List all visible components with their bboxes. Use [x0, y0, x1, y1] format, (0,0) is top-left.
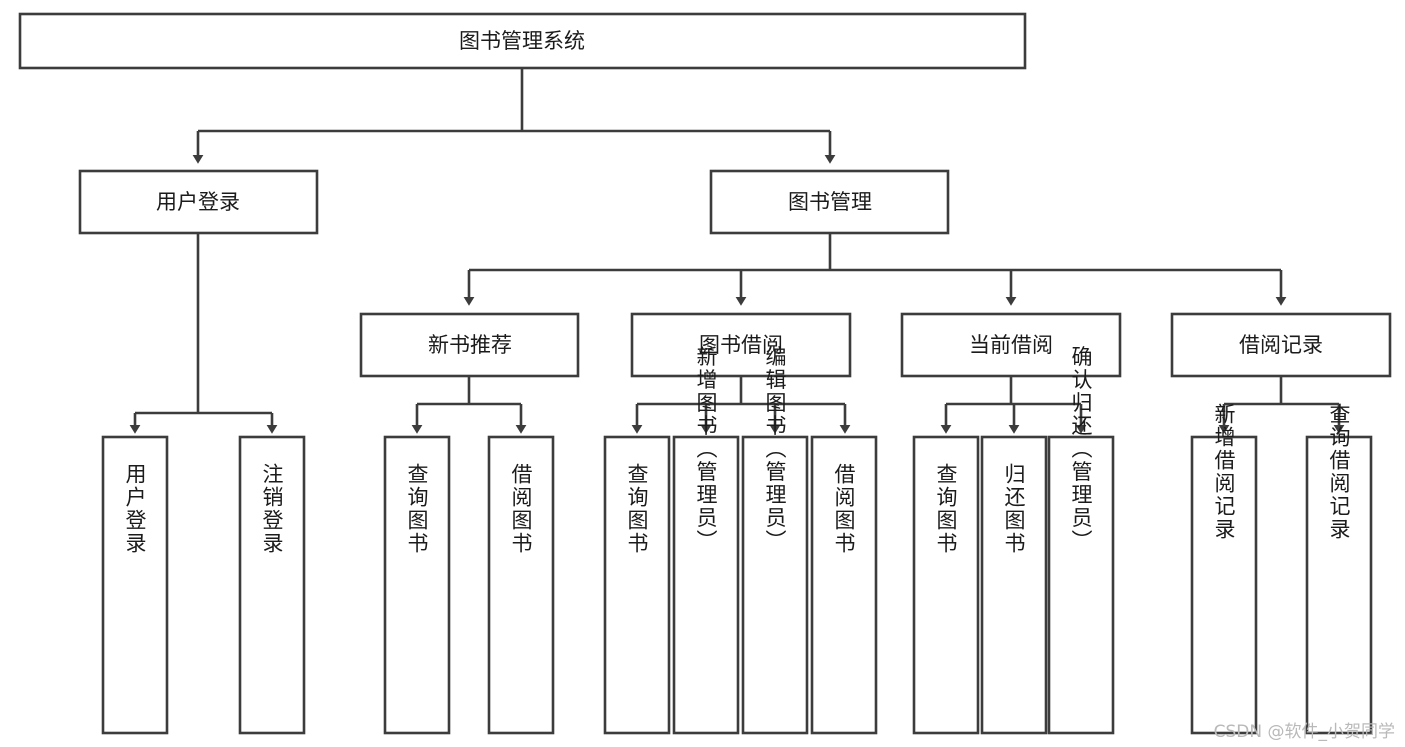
leaf-current-borrow-1-label: 归还图书 [1002, 463, 1026, 555]
node-root-label: 图书管理系统 [459, 29, 585, 53]
leaf-current-borrow-0-box [912, 435, 980, 735]
leaf-borrow-record-0[interactable]: 新增借阅记录 [1190, 403, 1258, 735]
connector-group-new-book [411, 376, 527, 434]
node-book-management-label: 图书管理 [788, 190, 872, 214]
connector-group-book-borrow [631, 376, 851, 434]
leaf-user-login-1[interactable]: 注销登录 [238, 435, 306, 735]
node-book-borrow-label: 图书借阅 [699, 333, 783, 357]
leaf-current-borrow-2-box [1047, 435, 1115, 735]
node-current-borrow-label: 当前借阅 [969, 333, 1053, 357]
node-book-management[interactable]: 图书管理 [709, 169, 950, 235]
leaf-current-borrow-0-label: 查询图书 [934, 463, 958, 555]
leaf-new-book-0-label: 查询图书 [405, 463, 429, 555]
leaf-user-login-1-label: 注销登录 [260, 463, 284, 555]
node-current-borrow-box [900, 312, 1122, 378]
node-user-login-label: 用户登录 [156, 190, 240, 214]
leaf-borrow-record-1-box [1305, 435, 1373, 735]
leaf-current-borrow-2[interactable]: 确认归还（管理员） [1047, 346, 1115, 735]
leaf-borrow-record-1[interactable]: 查询借阅记录 [1305, 403, 1373, 735]
connector-group-book-mgmt [463, 233, 1287, 306]
leaf-user-login-1-box [238, 435, 306, 735]
leaf-book-borrow-2-label: 编辑图书（管理员） [763, 346, 787, 553]
leaf-new-book-1[interactable]: 借阅图书 [487, 435, 555, 735]
node-book-borrow[interactable]: 图书借阅 [630, 312, 852, 378]
node-new-book-recommend[interactable]: 新书推荐 [359, 312, 580, 378]
leaf-book-borrow-0-box [603, 435, 671, 735]
leaf-current-borrow-1[interactable]: 归还图书 [980, 435, 1048, 735]
node-user-login-box [78, 169, 319, 235]
leaf-current-borrow-0[interactable]: 查询图书 [912, 435, 980, 735]
node-new-book-recommend-label: 新书推荐 [428, 333, 512, 357]
node-current-borrow[interactable]: 当前借阅 [900, 312, 1122, 378]
leaf-borrow-record-1-label: 查询借阅记录 [1327, 403, 1351, 541]
connector-group-user-login [129, 233, 278, 434]
node-user-login[interactable]: 用户登录 [78, 169, 319, 235]
node-borrow-record-box [1170, 312, 1392, 378]
connector-group-current-borrow [940, 376, 1087, 434]
leaf-book-borrow-0-label: 查询图书 [625, 463, 649, 555]
leaf-book-borrow-3-label: 借阅图书 [832, 463, 856, 555]
leaf-current-borrow-2-label: 确认归还（管理员） [1069, 346, 1093, 553]
node-book-borrow-box [630, 312, 852, 378]
leaf-user-login-0-label: 用户登录 [123, 463, 147, 555]
leaf-book-borrow-2[interactable]: 编辑图书（管理员） [741, 346, 809, 735]
leaf-new-book-1-label: 借阅图书 [509, 463, 533, 555]
node-root-system[interactable]: 图书管理系统 [18, 12, 1027, 70]
connector-group-borrow-record [1218, 376, 1345, 434]
leaf-book-borrow-1-label: 新增图书（管理员） [694, 346, 718, 553]
node-borrow-record-label: 借阅记录 [1239, 333, 1323, 357]
leaf-book-borrow-2-box [741, 435, 809, 735]
leaf-user-login-0-box [101, 435, 169, 735]
leaf-new-book-0[interactable]: 查询图书 [383, 435, 451, 735]
leaf-borrow-record-0-label: 新增借阅记录 [1212, 403, 1236, 541]
leaf-new-book-0-box [383, 435, 451, 735]
node-book-management-box [709, 169, 950, 235]
leaf-book-borrow-3-box [810, 435, 878, 735]
leaf-book-borrow-1-box [672, 435, 740, 735]
node-borrow-record[interactable]: 借阅记录 [1170, 312, 1392, 378]
connector-group-root [192, 68, 836, 164]
node-new-book-recommend-box [359, 312, 580, 378]
leaf-book-borrow-3[interactable]: 借阅图书 [810, 435, 878, 735]
leaf-borrow-record-0-box [1190, 435, 1258, 735]
node-root-box [18, 12, 1027, 70]
leaf-current-borrow-1-box [980, 435, 1048, 735]
leaf-new-book-1-box [487, 435, 555, 735]
leaf-book-borrow-0[interactable]: 查询图书 [603, 435, 671, 735]
leaf-book-borrow-1[interactable]: 新增图书（管理员） [672, 346, 740, 735]
leaf-user-login-0[interactable]: 用户登录 [101, 435, 169, 735]
